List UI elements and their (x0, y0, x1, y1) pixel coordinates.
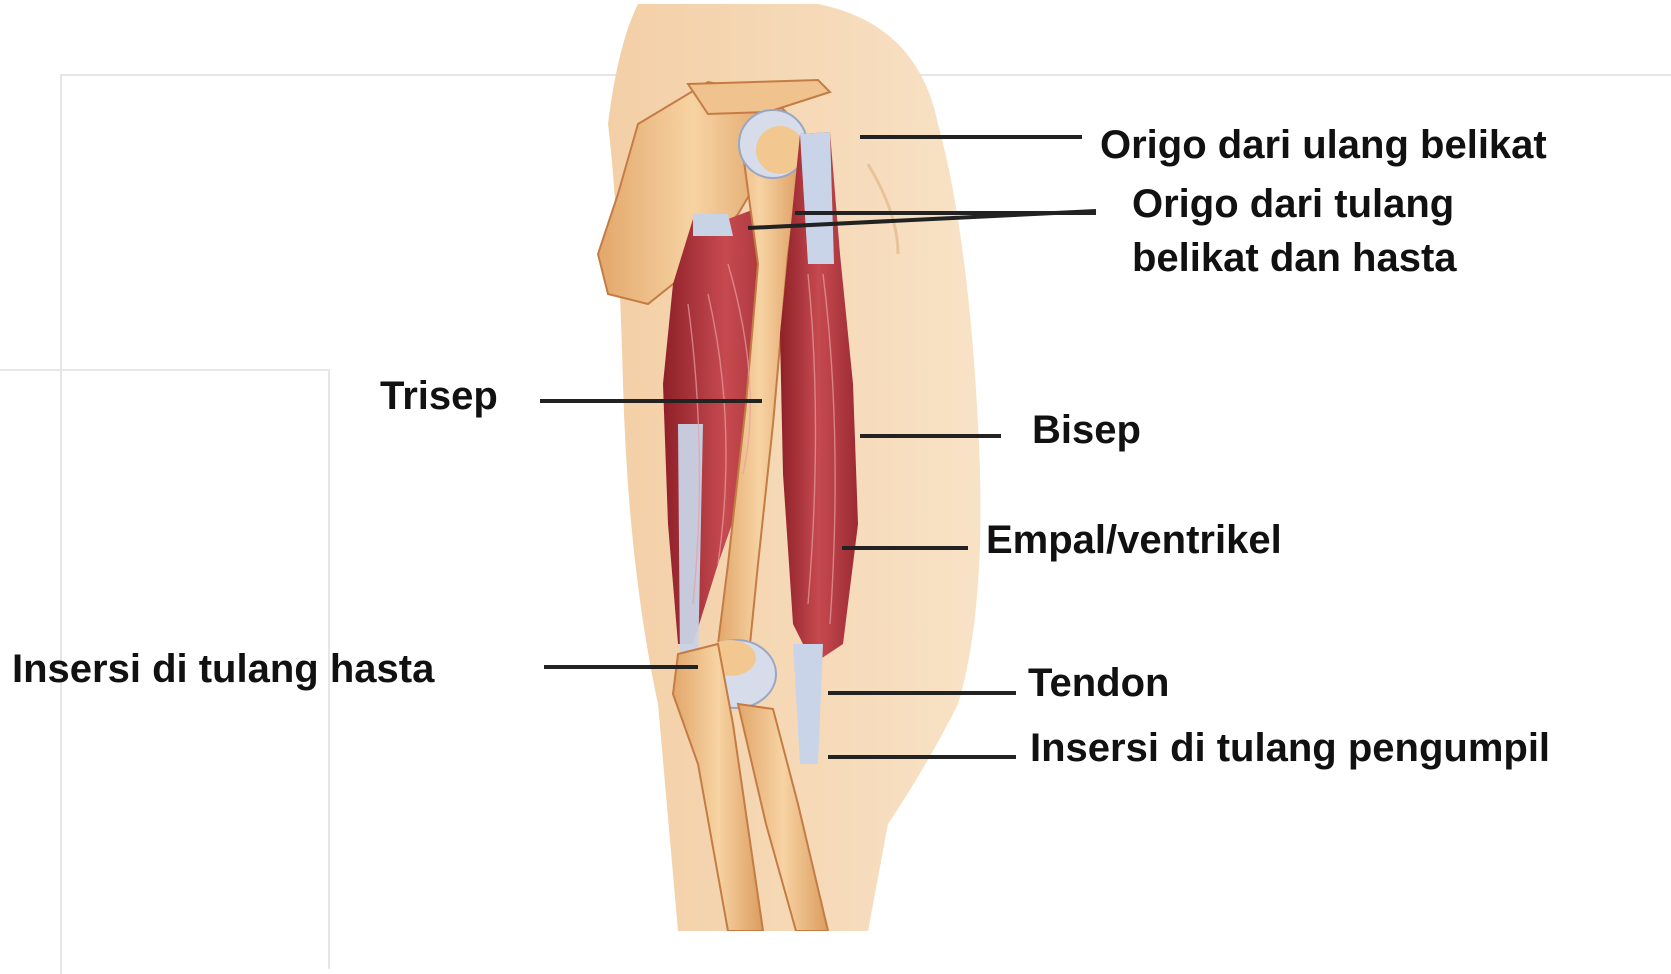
label-tendon: Tendon (1028, 660, 1169, 706)
label-belly: Empal/ventrikel (986, 517, 1282, 563)
label-insertion-ulna: Insersi di tulang hasta (12, 646, 434, 692)
label-triceps: Trisep (380, 373, 498, 419)
label-origin-scapula-ulna-line1: Origo dari tulang (1132, 181, 1457, 227)
label-origin-scapula-ulna-line2: belikat dan hasta (1132, 235, 1457, 281)
label-biceps: Bisep (1032, 407, 1141, 453)
label-insertion-radius: Insersi di tulang pengumpil (1030, 725, 1550, 771)
label-origin-scapula-ulna: Origo dari tulang belikat dan hasta (1132, 181, 1457, 281)
label-origin-scapula: Origo dari ulang belikat (1100, 122, 1547, 168)
